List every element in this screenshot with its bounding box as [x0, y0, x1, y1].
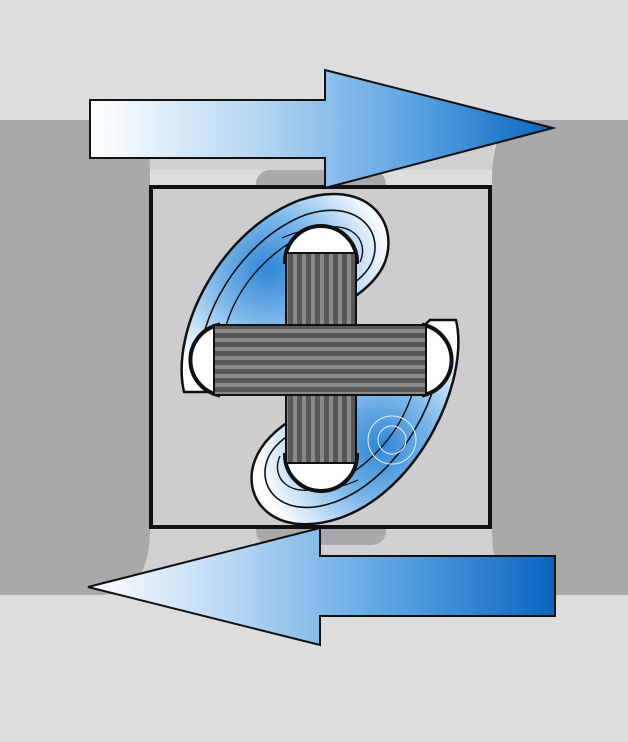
arrow-right-icon	[89, 68, 557, 190]
coil-cap-right	[422, 322, 454, 398]
mounting-band	[0, 120, 150, 595]
mounting-band-right	[492, 120, 628, 595]
coil-cap-left	[188, 322, 220, 398]
arrow-left-icon	[87, 526, 556, 647]
cross-coil-icon	[213, 252, 427, 464]
coil-horizontal-bar	[213, 324, 427, 396]
